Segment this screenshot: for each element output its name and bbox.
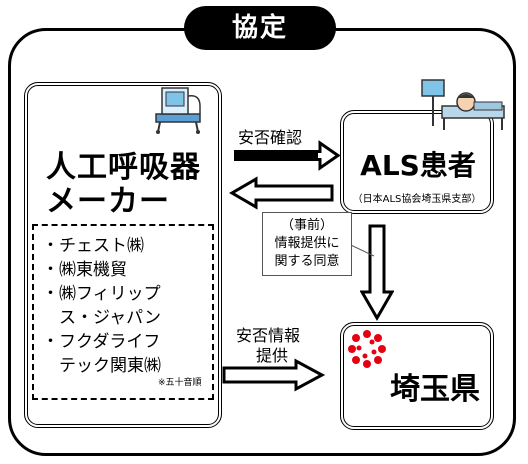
order-note: ※五十音順 (158, 378, 202, 388)
saitama-box (340, 322, 494, 430)
list-item: テック関東㈱ (42, 356, 161, 376)
maker-company-list (32, 224, 214, 400)
consent-line2: 情報提供に (274, 236, 340, 251)
als-box (340, 110, 494, 214)
saitama-title: 埼玉県 (390, 372, 480, 407)
als-title: ALS患者 (360, 149, 476, 182)
consent-down-arrow (360, 224, 394, 322)
safety-info-arrow (222, 358, 326, 392)
list-item: ・チェスト㈱ (42, 236, 144, 256)
list-item: ・㈱フィリップ (42, 284, 161, 304)
saitama-logo-icon (348, 330, 386, 368)
consent-line1: （事前） (280, 218, 333, 233)
safety-check-arrow (234, 140, 341, 171)
list-item: ・フクダライフ (42, 332, 161, 352)
list-item: ・㈱東機貿 (42, 260, 127, 280)
safety-check-label: 安否確認 (238, 128, 303, 147)
safety-info-label-line1: 安否情報 (236, 326, 301, 345)
patient-bed-icon (421, 79, 505, 130)
maker-box (24, 82, 222, 428)
als-subtitle: （日本ALS協会埼玉県支部） (352, 194, 482, 205)
maker-name-line1: 人工呼吸器 (46, 150, 201, 185)
list-item: ス・ジャパン (42, 308, 161, 328)
consent-callout: （事前） 情報提供に 関する同意 (262, 212, 352, 276)
consent-line3: 関する同意 (274, 254, 340, 269)
return-arrow (229, 176, 334, 210)
maker-name-line2: メーカー (46, 184, 170, 219)
safety-info-label-line2: 提供 (256, 346, 289, 365)
page-title: 協定 (184, 6, 336, 50)
ventilator-icon (155, 87, 201, 134)
